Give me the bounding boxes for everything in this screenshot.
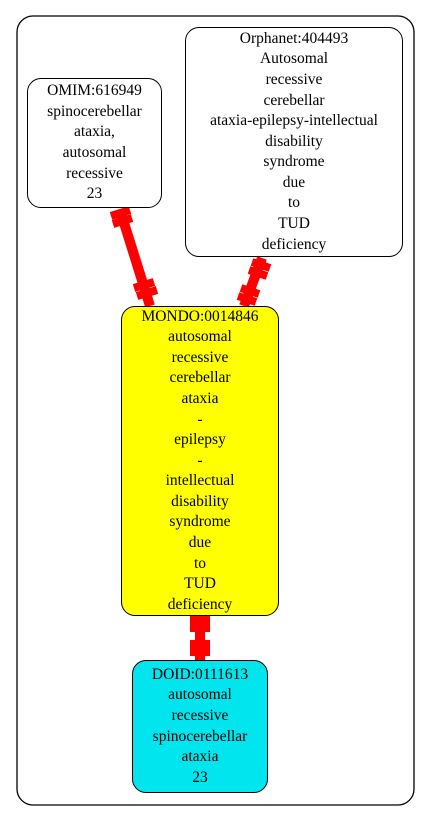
- node-label-line: to: [287, 194, 301, 212]
- node-label-line: autosomal: [168, 686, 232, 704]
- node-label-line: autosomal: [168, 328, 232, 346]
- node-id-label: DOID:0111613: [151, 665, 249, 683]
- edge-tail-cap: [109, 206, 132, 220]
- node-id-label: Orphanet:404493: [239, 29, 349, 47]
- node-doid[interactable]: DOID:0111613 autosomal recessive spinocereb…: [132, 660, 268, 793]
- node-label-line: epilepsy: [174, 431, 226, 449]
- edge-mondo-to-doid: [190, 616, 210, 660]
- node-label-line: syndrome: [263, 153, 325, 171]
- edge-head-cap: [135, 286, 159, 300]
- node-label-line: spinocerebellar: [152, 727, 248, 745]
- node-label-line: TUD: [278, 215, 310, 233]
- node-label-line: recessive: [66, 164, 123, 182]
- edge-head-cap: [132, 278, 156, 292]
- node-label-line: disability: [171, 492, 229, 510]
- node-id-label: OMIM:616949: [47, 82, 142, 100]
- node-label-line: deficiency: [167, 595, 233, 613]
- node-label-line: 23: [86, 185, 103, 203]
- node-id-label: MONDO:0014846: [141, 307, 259, 325]
- node-label-line: TUD: [184, 575, 216, 593]
- node-label-line: ataxia-epilepsy-intellectual: [210, 112, 378, 130]
- node-label-line: recessive: [265, 70, 323, 88]
- node-label-line: to: [193, 554, 207, 572]
- node-label-line: 23: [192, 768, 208, 786]
- edge-head-cap: [236, 292, 258, 306]
- node-label-line: cerebellar: [263, 91, 325, 109]
- node-label-line: deficiency: [261, 235, 327, 253]
- node-label-line: -: [197, 451, 203, 469]
- edge-head-cap: [239, 284, 261, 298]
- node-label-line: Autosomal: [259, 50, 329, 68]
- node-mondo[interactable]: MONDO:0014846 autosomal recessive cerebella…: [121, 306, 279, 616]
- node-label-line: due: [282, 173, 306, 191]
- edge-tail-cap: [111, 214, 134, 228]
- node-label-line: intellectual: [165, 472, 235, 490]
- node-omim[interactable]: OMIM:616949 spinocerebellar ataxia, autosom…: [27, 78, 162, 208]
- edge-omim-to-mondo: [109, 206, 159, 308]
- edge-tail-cap: [247, 266, 269, 280]
- node-label-line: autosomal: [62, 144, 127, 161]
- node-label-line: recessive: [171, 706, 229, 724]
- node-label-line: spinocerebellar: [47, 102, 142, 120]
- node-label-line: cerebellar: [169, 369, 231, 387]
- edge-orphanet-to-mondo: [236, 256, 272, 308]
- node-label-line: ataxia: [181, 389, 219, 407]
- cluster-border: [16, 15, 415, 806]
- node-label-line: syndrome: [169, 513, 231, 531]
- node-label-line: disability: [265, 132, 323, 150]
- edge-tail-cap: [250, 258, 272, 272]
- node-label-line: due: [188, 534, 212, 552]
- node-label-line: -: [197, 410, 203, 428]
- node-label-line: ataxia,: [74, 123, 115, 141]
- node-label-line: ataxia: [181, 748, 219, 766]
- node-label-line: recessive: [171, 348, 229, 366]
